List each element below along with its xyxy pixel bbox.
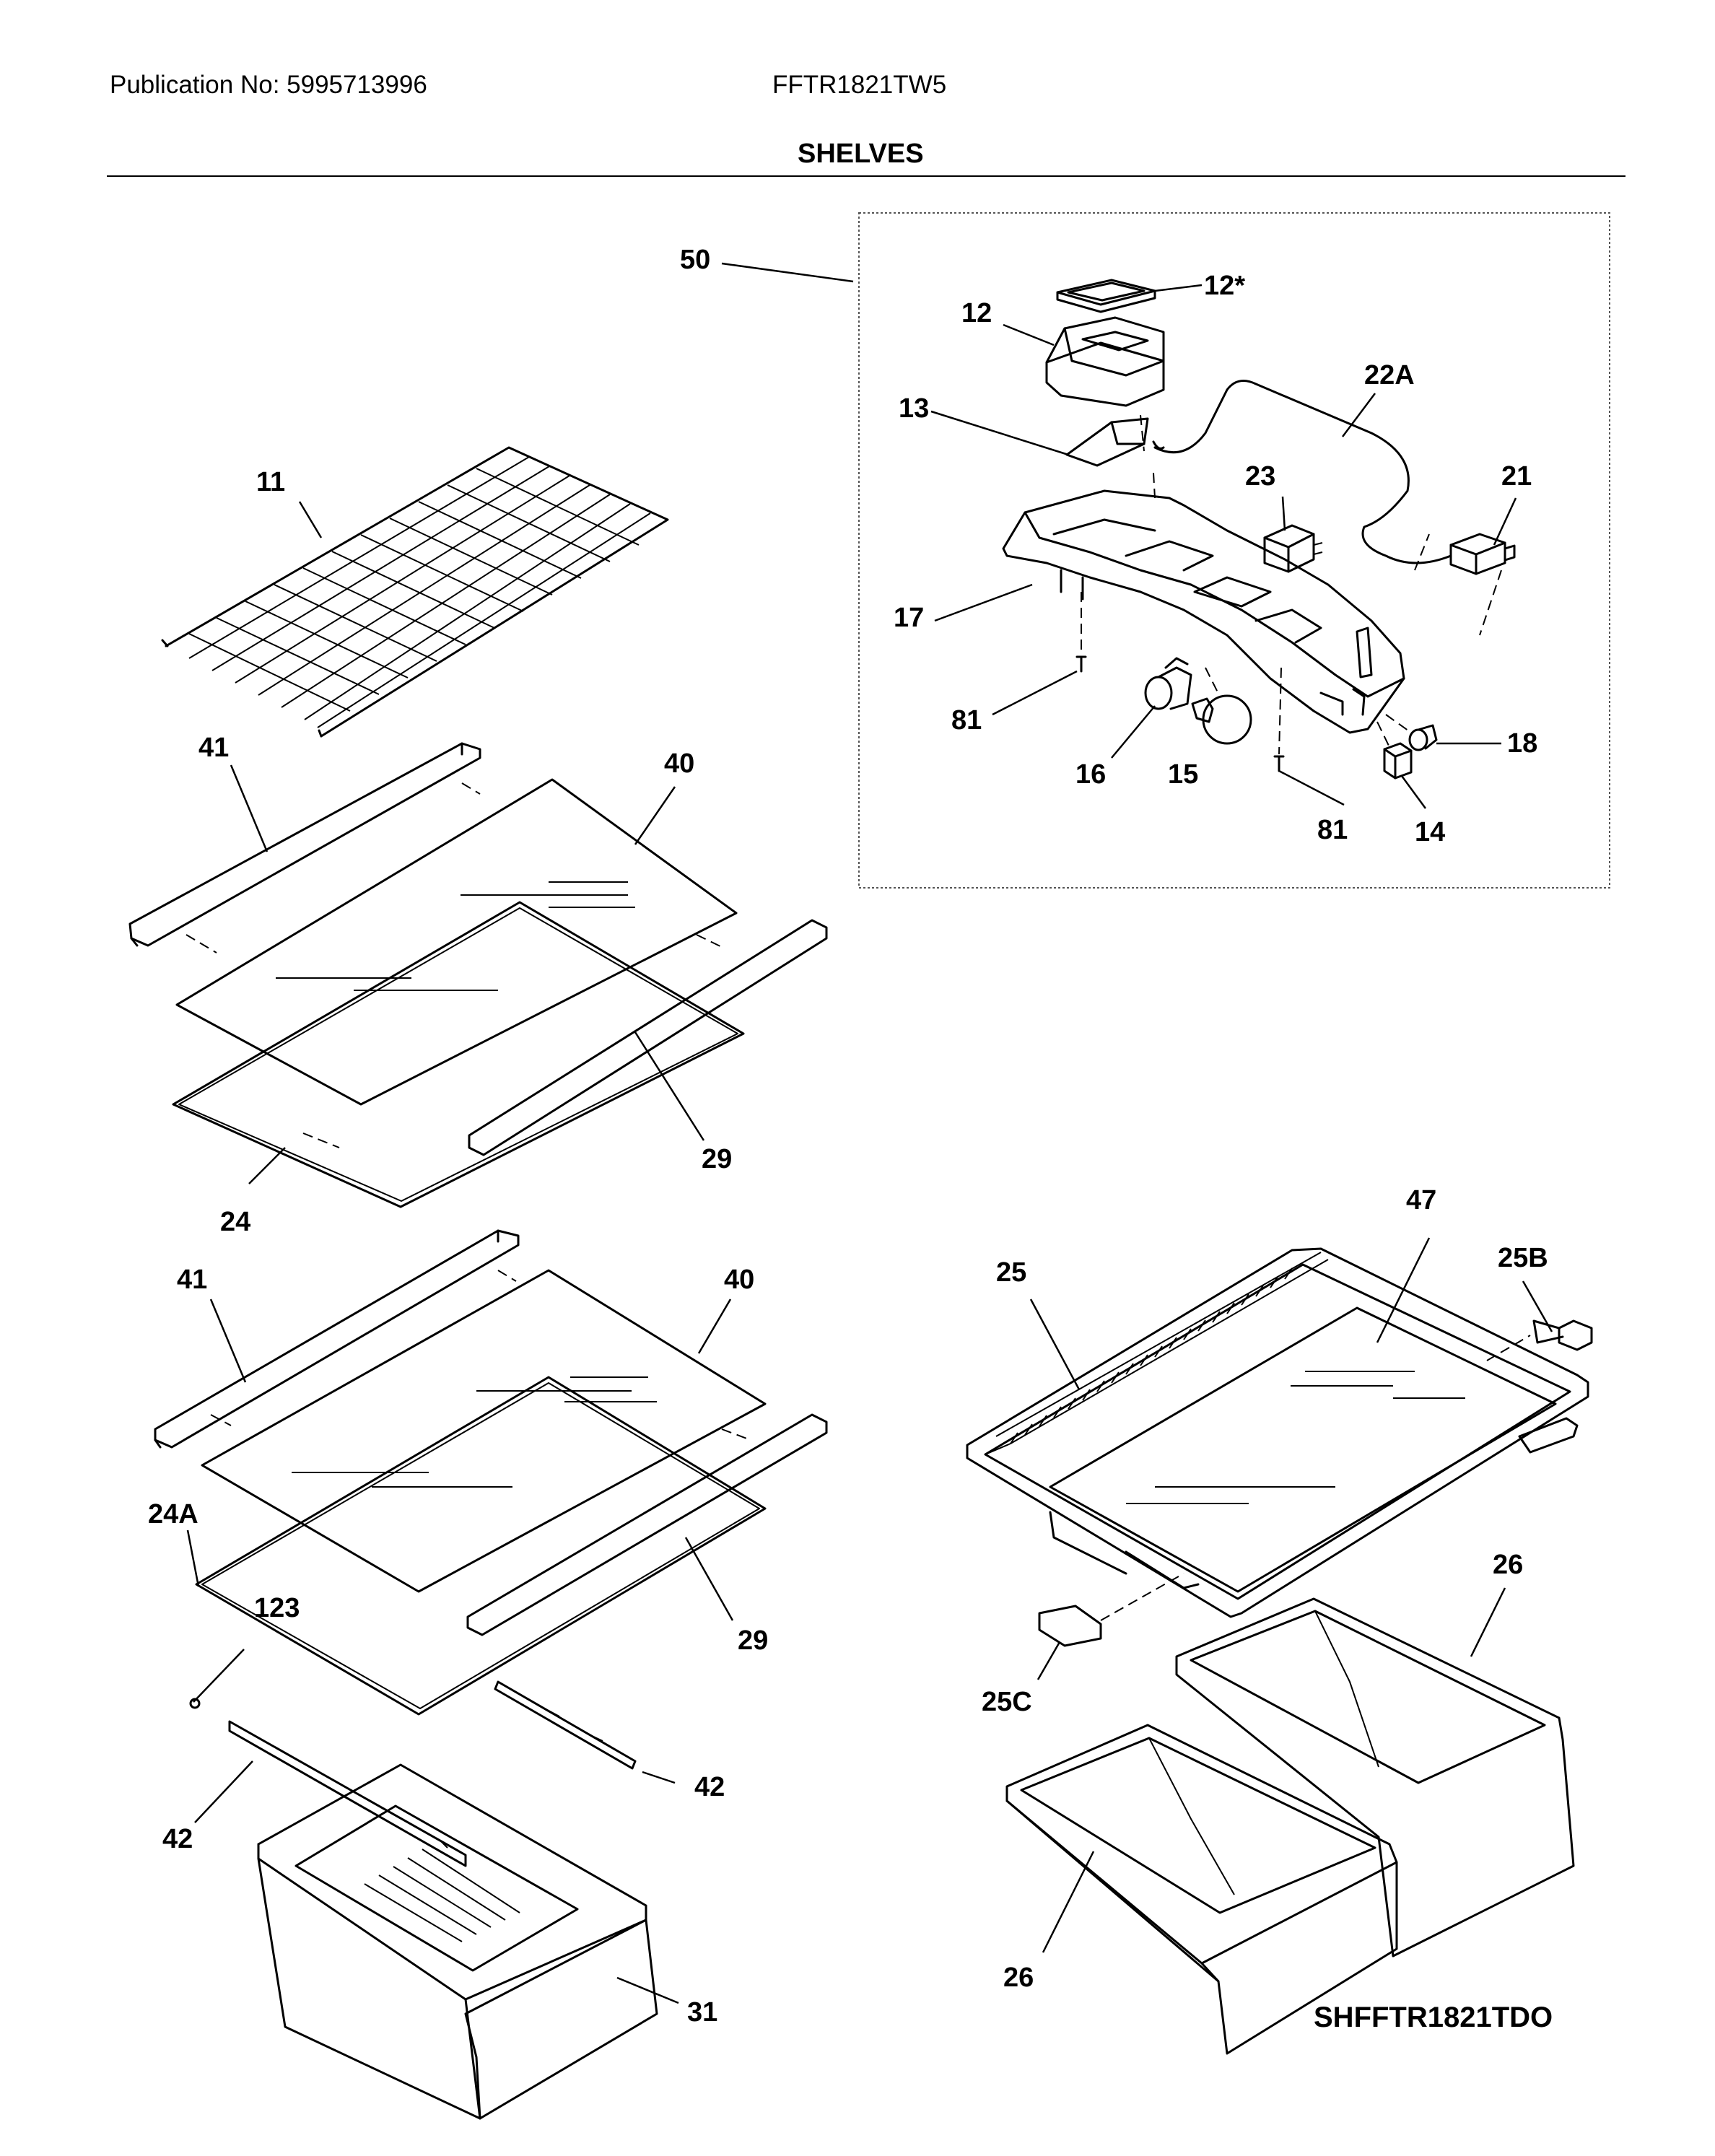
part-13-bracket — [1065, 417, 1149, 467]
part-18-clip — [1408, 724, 1438, 751]
callout-11: 11 — [256, 467, 285, 497]
part-25b-clip — [1532, 1319, 1593, 1351]
part-81-screw-right — [1273, 755, 1285, 772]
callout-123: 123 — [254, 1593, 300, 1623]
callout-47: 47 — [1406, 1185, 1436, 1216]
callout-31: 31 — [687, 1997, 717, 2028]
part-123-screw — [189, 1698, 201, 1709]
section-title: SHELVES — [798, 139, 924, 169]
part-24-shelf-frame-upper — [172, 901, 745, 1208]
callout-13: 13 — [899, 393, 929, 424]
part-24a-shelf-frame-lower — [195, 1376, 767, 1716]
callout-18: 18 — [1507, 728, 1537, 759]
callout-12-star: 12* — [1204, 271, 1245, 301]
part-31-deli-drawer — [257, 1763, 658, 2120]
callout-40-upper: 40 — [664, 749, 694, 779]
crisper-cover-assembly — [966, 1247, 1593, 1647]
callout-21: 21 — [1501, 461, 1532, 492]
callout-14: 14 — [1415, 817, 1445, 847]
callout-26-rear: 26 — [1493, 1550, 1523, 1580]
callout-24a: 24A — [148, 1499, 198, 1529]
callout-22a: 22A — [1364, 360, 1415, 390]
callout-17: 17 — [894, 603, 924, 633]
light-housing-assembly — [858, 212, 1610, 889]
callout-23: 23 — [1245, 461, 1275, 492]
part-42-slide-right — [494, 1680, 637, 1770]
callout-42-left: 42 — [162, 1824, 193, 1854]
model-number: FFTR1821TW5 — [772, 71, 947, 99]
header-rule — [107, 175, 1625, 177]
assembly-inset-box — [858, 212, 1610, 889]
callout-26-front: 26 — [1003, 1963, 1034, 1993]
drawing-code: SHFFTR1821TDO — [1314, 2002, 1553, 2033]
part-11-wire-shelf — [161, 446, 669, 738]
callout-leaders — [186, 262, 1553, 2004]
callout-labels: 50 12* 12 22A 13 23 21 17 81 16 15 18 81… — [148, 245, 1548, 2028]
part-29-rail-upper — [468, 919, 828, 1156]
callout-29-upper: 29 — [702, 1144, 732, 1174]
part-25b-bracket-right — [1518, 1417, 1579, 1454]
assembly-dashed-lines — [1081, 414, 1502, 755]
callout-81-right: 81 — [1317, 815, 1348, 845]
callout-25: 25 — [996, 1257, 1026, 1288]
publication-number: Publication No: 5995713996 — [110, 71, 427, 99]
part-41-rail-lower — [154, 1229, 520, 1449]
part-40-glass-upper — [175, 778, 738, 1106]
part-81-screw-left — [1075, 655, 1087, 673]
part-17-light-housing — [1002, 489, 1405, 734]
callout-81-left: 81 — [951, 705, 982, 736]
callout-41-upper: 41 — [198, 733, 229, 763]
callout-40-lower: 40 — [724, 1265, 754, 1295]
callout-24: 24 — [220, 1207, 250, 1237]
part-15-light-bulb — [1191, 694, 1252, 745]
cover-underside — [1049, 1511, 1200, 1589]
callout-41-lower: 41 — [177, 1265, 207, 1295]
part-41-rail-upper — [128, 742, 481, 947]
part-29-rail-lower — [466, 1413, 828, 1636]
part-12-star-gasket — [1056, 279, 1156, 313]
part-14-door-switch — [1383, 742, 1413, 780]
callout-25b: 25B — [1498, 1243, 1548, 1273]
part-16-lamp-socket — [1144, 657, 1192, 710]
part-25-cover-frame — [966, 1247, 1589, 1618]
part-21-switch — [1449, 533, 1516, 575]
callout-15: 15 — [1168, 759, 1198, 790]
part-47-glass-insert — [1049, 1306, 1557, 1593]
part-12-damper-housing — [1045, 316, 1165, 407]
callout-12: 12 — [961, 298, 992, 328]
callout-29-lower: 29 — [738, 1625, 768, 1656]
shelf-assembly-lower — [154, 1229, 828, 1867]
part-25c-bracket-left — [1038, 1605, 1102, 1647]
callout-42-right: 42 — [694, 1772, 725, 1802]
part-26-crisper-drawer-front — [1005, 1724, 1398, 2055]
part-26-crisper-drawer-rear — [1175, 1597, 1575, 1958]
callout-25c: 25C — [982, 1687, 1032, 1717]
callout-16: 16 — [1075, 759, 1106, 790]
part-40-glass-lower — [201, 1269, 767, 1593]
part-23-thermostat — [1263, 524, 1323, 573]
shelf-assembly-upper — [128, 742, 828, 1208]
part-22a-wire-harness — [1153, 380, 1452, 564]
callout-50: 50 — [680, 245, 710, 275]
